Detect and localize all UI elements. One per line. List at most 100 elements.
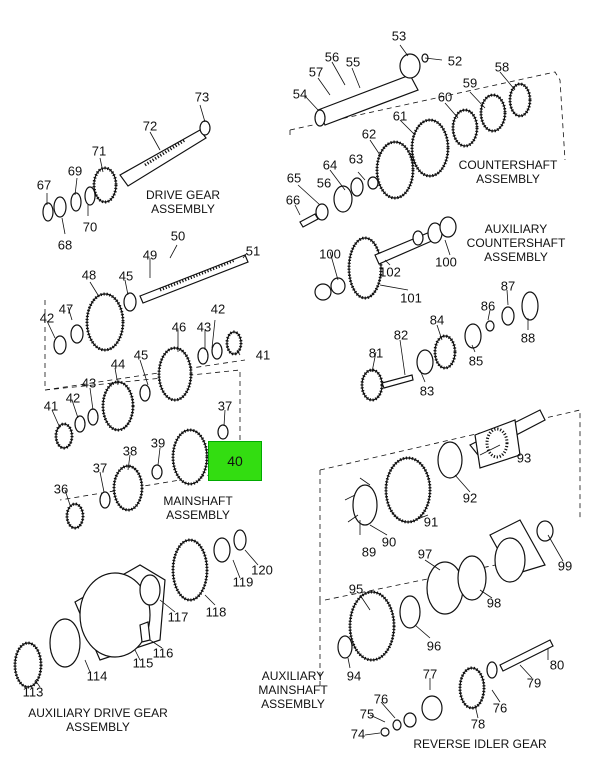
callout-52[interactable]: 52 (447, 53, 463, 69)
callout-97[interactable]: 97 (417, 546, 433, 562)
callout-46[interactable]: 46 (171, 319, 187, 335)
callout-45b[interactable]: 45 (133, 347, 149, 363)
callout-64[interactable]: 64 (322, 157, 338, 173)
callout-100b[interactable]: 100 (435, 254, 457, 270)
countershaft (299, 53, 532, 228)
callout-56b[interactable]: 56 (316, 175, 332, 191)
callout-113[interactable]: 113 (22, 684, 44, 700)
callout-36[interactable]: 36 (53, 481, 69, 497)
callout-58[interactable]: 58 (494, 59, 510, 75)
callout-86[interactable]: 86 (480, 298, 496, 314)
callout-120[interactable]: 120 (251, 562, 273, 578)
callout-96[interactable]: 96 (426, 638, 442, 654)
callout-39[interactable]: 39 (150, 435, 166, 451)
callout-87[interactable]: 87 (500, 278, 516, 294)
callout-42[interactable]: 42 (39, 310, 55, 326)
callout-59[interactable]: 59 (462, 75, 478, 91)
callout-55[interactable]: 55 (345, 54, 361, 70)
callout-43b[interactable]: 43 (81, 375, 97, 391)
callout-70[interactable]: 70 (82, 219, 98, 235)
callout-62[interactable]: 62 (361, 126, 377, 142)
callout-60[interactable]: 60 (437, 89, 453, 105)
callout-89[interactable]: 89 (361, 544, 377, 560)
callout-75[interactable]: 75 (359, 706, 375, 722)
callout-79[interactable]: 79 (526, 675, 542, 691)
callout-99[interactable]: 99 (557, 558, 573, 574)
caption-countershaft-assembly: COUNTERSHAFT ASSEMBLY (458, 158, 558, 186)
callout-44[interactable]: 44 (110, 356, 126, 372)
callout-49[interactable]: 49 (142, 247, 158, 263)
callout-54[interactable]: 54 (292, 86, 308, 102)
callout-41[interactable]: 41 (255, 347, 271, 363)
callout-77[interactable]: 77 (422, 666, 438, 682)
callout-94[interactable]: 94 (346, 668, 362, 684)
callout-74[interactable]: 74 (350, 726, 366, 742)
callout-56[interactable]: 56 (324, 49, 340, 65)
callout-100[interactable]: 100 (319, 246, 341, 262)
drive-gear-shaft (42, 120, 211, 222)
callout-42b[interactable]: 42 (210, 301, 226, 317)
callout-98[interactable]: 98 (486, 595, 502, 611)
callout-95[interactable]: 95 (348, 581, 364, 597)
callout-37[interactable]: 37 (217, 398, 233, 414)
callout-118[interactable]: 118 (205, 604, 227, 620)
callout-53[interactable]: 53 (391, 28, 407, 44)
callout-116[interactable]: 116 (152, 645, 174, 661)
callout-71[interactable]: 71 (91, 143, 107, 159)
caption-reverse-idler-gear: REVERSE IDLER GEAR (413, 737, 547, 751)
callout-115[interactable]: 115 (132, 655, 154, 671)
callout-67[interactable]: 67 (36, 177, 52, 193)
callout-88[interactable]: 88 (520, 330, 536, 346)
mainshaft (53, 254, 249, 530)
caption-aux-drive-gear-assembly: AUXILIARY DRIVE GEAR ASSEMBLY (28, 706, 168, 734)
callout-92[interactable]: 92 (462, 490, 478, 506)
callout-84[interactable]: 84 (429, 312, 445, 328)
callout-48[interactable]: 48 (81, 267, 97, 283)
callout-114[interactable]: 114 (86, 668, 108, 684)
callout-93[interactable]: 93 (516, 450, 532, 466)
aux-mainshaft-group-outline (319, 409, 581, 601)
callout-91[interactable]: 91 (423, 514, 439, 530)
callout-69[interactable]: 69 (67, 163, 83, 179)
callout-83[interactable]: 83 (419, 383, 435, 399)
callout-66[interactable]: 66 (285, 192, 301, 208)
callout-85[interactable]: 85 (468, 353, 484, 369)
callout-73[interactable]: 73 (194, 89, 210, 105)
countershaft-group-outline (289, 71, 566, 161)
callout-72[interactable]: 72 (142, 118, 158, 134)
callout-41b[interactable]: 41 (43, 398, 59, 414)
callout-61[interactable]: 61 (392, 108, 408, 124)
callout-80[interactable]: 80 (549, 657, 565, 673)
caption-drive-gear-assembly: DRIVE GEAR ASSEMBLY (145, 188, 221, 216)
callout-38[interactable]: 38 (122, 443, 138, 459)
callout-81[interactable]: 81 (368, 345, 384, 361)
callout-101[interactable]: 101 (400, 290, 422, 306)
callout-47[interactable]: 47 (58, 301, 74, 317)
callout-65[interactable]: 65 (286, 170, 302, 186)
reverse-idler-parts (380, 639, 554, 737)
callout-43[interactable]: 43 (196, 319, 212, 335)
callout-42c[interactable]: 42 (65, 390, 81, 406)
aux-drive-gear-parts (13, 529, 247, 689)
highlighted-part-callout-40[interactable]: 40 (208, 441, 262, 481)
callout-68[interactable]: 68 (57, 237, 73, 253)
callout-90[interactable]: 90 (381, 534, 397, 550)
callout-82[interactable]: 82 (393, 327, 409, 343)
leader-lines (34, 44, 564, 736)
caption-aux-mainshaft-assembly: AUXILIARY MAINSHAFT ASSEMBLY (258, 669, 328, 711)
aux-gear-parts (360, 291, 539, 402)
callout-37b[interactable]: 37 (92, 460, 108, 476)
callout-57[interactable]: 57 (308, 64, 324, 80)
callout-63[interactable]: 63 (348, 151, 364, 167)
callout-45[interactable]: 45 (118, 268, 134, 284)
callout-51[interactable]: 51 (245, 243, 261, 259)
callout-78[interactable]: 78 (470, 716, 486, 732)
callout-102[interactable]: 102 (379, 264, 401, 280)
callout-50[interactable]: 50 (170, 228, 186, 244)
callout-76[interactable]: 76 (492, 700, 508, 716)
caption-mainshaft-assembly: MAINSHAFT ASSEMBLY (163, 494, 233, 522)
callout-117[interactable]: 117 (167, 609, 189, 625)
callout-76b[interactable]: 76 (373, 691, 389, 707)
callout-119[interactable]: 119 (232, 574, 254, 590)
